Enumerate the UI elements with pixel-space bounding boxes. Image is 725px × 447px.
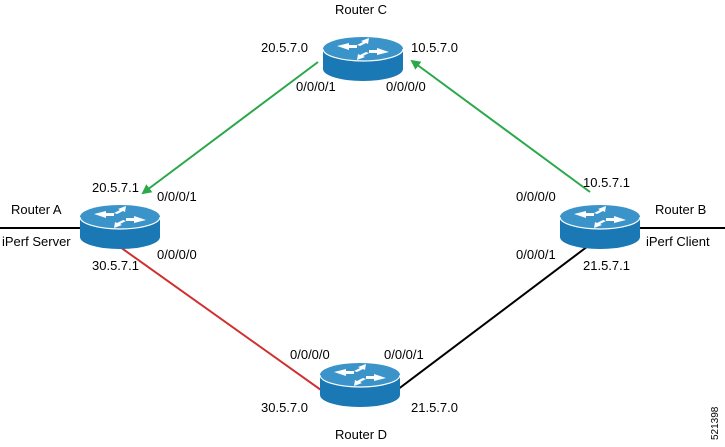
router-a-ip-bottom: 30.5.7.1	[92, 258, 139, 273]
router-b-name: Router B	[655, 202, 706, 217]
link-c-a	[141, 61, 319, 195]
router-a-if-bottom: 0/0/0/0	[157, 247, 197, 262]
router-d-if-right: 0/0/0/1	[384, 347, 424, 362]
router-b-ip-bottom: 21.5.7.1	[583, 258, 630, 273]
router-b-if-top: 0/0/0/0	[516, 189, 556, 204]
router-c-if-right: 0/0/0/0	[386, 79, 426, 94]
router-c-name: Router C	[335, 2, 387, 17]
router-d	[319, 362, 401, 408]
router-c	[322, 36, 404, 82]
link-a-d	[105, 236, 329, 396]
router-a	[79, 204, 161, 250]
router-a-name: Router A	[11, 202, 62, 217]
links	[0, 59, 725, 396]
router-d-if-left: 0/0/0/0	[290, 347, 330, 362]
router-a-if-top: 0/0/0/1	[157, 189, 197, 204]
router-d-name: Router D	[335, 427, 387, 442]
router-icon	[559, 204, 641, 250]
router-d-ip-right: 21.5.7.0	[411, 400, 458, 415]
link-b-c	[410, 59, 591, 193]
router-icon	[322, 36, 404, 82]
router-b-role: iPerf Client	[646, 234, 710, 249]
router-b	[559, 204, 641, 250]
router-b-if-bottom: 0/0/0/1	[516, 247, 556, 262]
router-c-if-left: 0/0/0/1	[296, 79, 336, 94]
router-icon	[79, 204, 161, 250]
figure-id: 521398	[710, 406, 721, 440]
router-b-ip-top: 10.5.7.1	[583, 175, 630, 190]
router-icon	[319, 362, 401, 408]
router-a-ip-top: 20.5.7.1	[92, 180, 139, 195]
router-d-ip-left: 30.5.7.0	[261, 400, 308, 415]
router-c-ip-left: 20.5.7.0	[261, 40, 308, 55]
router-c-ip-right: 10.5.7.0	[411, 40, 458, 55]
router-a-role: iPerf Server	[2, 234, 71, 249]
link-d-b	[396, 236, 601, 391]
